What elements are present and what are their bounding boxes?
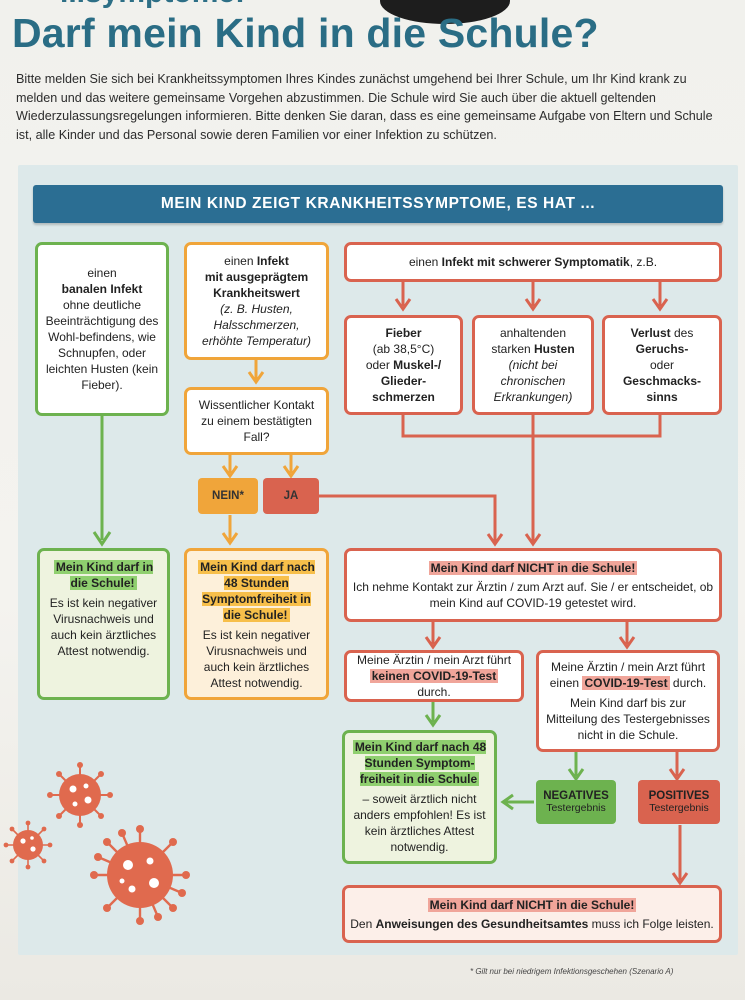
result-red-head: Mein Kind darf NICHT in die Schule! [428,560,638,575]
result-red-body: Ich nehme Kontakt zur Ärztin / zum Arzt … [352,579,714,610]
infekt-word: Infekt [256,254,289,268]
cough-pre: anhaltenden starken [491,326,567,356]
virus-icon [47,762,113,828]
loss-or: oder [649,358,675,372]
final-bold: Anweisungen des Gesundheitsamtes [375,916,589,931]
no-test-box: Meine Ärztin / mein Arzt führt keinen CO… [344,650,524,702]
smell-label: Geruchs- [635,342,689,356]
no-test-pre: Meine Ärztin / mein Arzt führt [356,653,512,667]
final-post: muss ich Folge leisten. [588,916,714,931]
fever-or: oder [365,358,394,372]
final-head: Mein Kind darf NICHT in die Schule! [427,897,637,912]
pronounced-infection-box: einen Infekt mit ausgeprägtem Krankheits… [184,242,329,360]
no-answer-pill: NEIN* [198,478,258,514]
taste-label: Geschmacks-sinns [622,374,702,404]
negative-sub: Testergebnis [546,802,606,814]
infekt-line-1: einen [224,254,257,268]
virus-icon [90,825,190,925]
severe-pre: einen [408,255,442,269]
flowchart-header: MEIN KIND ZEIGT KRANKHEITSSYMPTOME, ES H… [33,185,723,223]
result-school-allowed: Mein Kind darf in die Schule! Es ist kei… [37,548,170,700]
test-post: durch. [669,676,707,690]
red-arrows [318,282,689,886]
result-48h-head: Mein Kind darf nach 48 Stunden Symptom-f… [352,740,487,786]
banal-description: ohne deutliche Beeinträchtigung des Wohl… [45,298,159,392]
cough-note: (nicht bei chronischen Erkrankungen) [493,358,573,404]
green-test-arrows [424,702,585,811]
fever-threshold: (ab 38,5°C) [372,342,435,356]
intro-paragraph: Bitte melden Sie sich bei Krankheitssymp… [16,72,713,142]
yes-answer-pill: JA [263,478,319,514]
negative-result-pill: NEGATIVES Testergebnis [536,780,616,824]
final-result-box: Mein Kind darf NICHT in die Schule! Den … [342,885,722,943]
infekt-label: mit ausgeprägtem Krankheitswert [204,270,309,300]
positive-result-pill: POSITIVES Testergebnis [638,780,720,824]
loss-label: Verlust [630,326,671,340]
loss-des: des [670,326,694,340]
negative-label: NEGATIVES [543,790,609,802]
contact-question: Wissentlicher Kontakt zu einem bestätigt… [198,398,315,444]
fever-label: Fieber [385,326,422,340]
contact-question-box: Wissentlicher Kontakt zu einem bestätigt… [184,387,329,455]
no-test-highlight: keinen COVID-19-Test [369,669,499,683]
muscle-pain-label: Muskel-/ Glieder-schmerzen [372,358,442,404]
result-not-allowed-doctor: Mein Kind darf NICHT in die Schule! Ich … [344,548,722,622]
result-48h-orange: Mein Kind darf nach 48 Stunden Symptomfr… [184,548,329,700]
cut-off-title: ...symptome: [60,0,245,10]
test-box: Meine Ärztin / mein Arzt führt einen COV… [536,650,720,752]
severe-post: , z.B. [629,255,658,269]
infekt-examples: (z. B. Husten, Halsschmerzen, erhöhte Te… [202,302,311,348]
final-pre: Den [350,916,376,931]
severe-symptoms-box: einen Infekt mit schwerer Symptomatik, z… [344,242,722,282]
severe-label: Infekt mit schwerer Symptomatik [441,255,630,269]
test-highlight: COVID-19-Test [582,676,670,690]
result-orange-body: Es ist kein negativer Virusnachweis und … [202,628,311,690]
cough-label: Husten [534,342,575,356]
banal-infection-box: einen banalen Infekt ohne deutliche Beei… [35,242,169,416]
no-test-post: durch. [417,685,451,699]
positive-label: POSITIVES [648,790,710,802]
cough-box: anhaltenden starken Husten (nicht bei ch… [472,315,594,415]
result-green-body: Es ist kein negativer Virusnachweis und … [49,596,158,658]
virus-icon [3,820,53,870]
test-note: Mein Kind darf bis zur Mitteilung des Te… [546,696,710,742]
green-arrow [92,416,112,547]
banal-label: banalen Infekt [61,282,143,296]
result-48h-body: – soweit ärztlich nicht anders empfohlen… [353,792,486,854]
smell-taste-loss-box: Verlust des Geruchs- oder Geschmacks-sin… [602,315,722,415]
footnote: * Gilt nur bei niedrigem Infektionsgesch… [470,967,674,976]
positive-sub: Testergebnis [649,802,709,814]
banal-line-1: einen [87,266,117,280]
page-title: Darf mein Kind in die Schule? [12,10,599,56]
orange-arrows [221,360,300,546]
test-pre: Meine Ärztin / mein Arzt führt einen [549,660,706,690]
result-48h-green: Mein Kind darf nach 48 Stunden Symptom-f… [342,730,497,864]
fever-box: Fieber (ab 38,5°C) oder Muskel-/ Glieder… [344,315,463,415]
